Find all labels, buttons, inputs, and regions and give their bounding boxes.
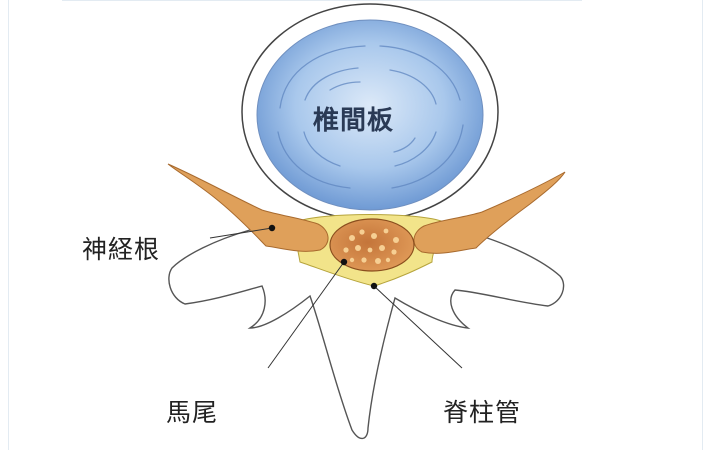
label-spinal-canal: 脊柱管 (443, 393, 521, 429)
label-cauda-equina: 馬尾 (166, 393, 218, 429)
label-intervertebral-disc: 椎間板 (313, 100, 394, 137)
label-nerve-root: 神経根 (82, 230, 160, 266)
